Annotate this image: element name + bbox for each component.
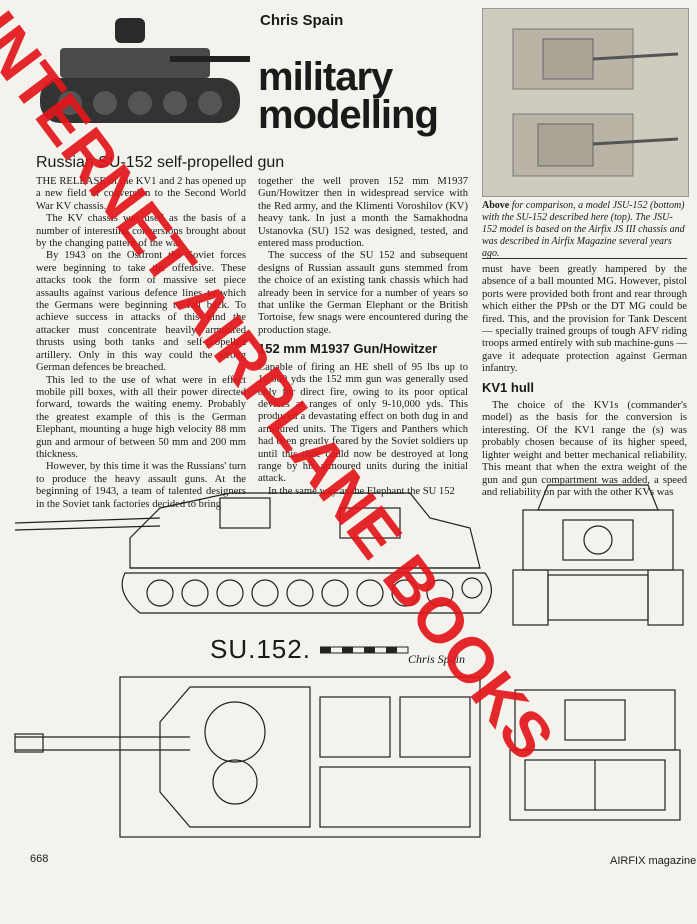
model-tanks-photo [512, 28, 679, 177]
paragraph: This led to the use of what were in effe… [36, 374, 246, 460]
drawing-label: SU.152. [210, 634, 311, 664]
paragraph: However, by this time it was the Russian… [36, 461, 246, 510]
column-1: THE RELEASE of the KV1 and 2 has opened … [36, 176, 246, 511]
paragraph: Capable of firing an HE shell of 95 lbs … [258, 361, 468, 485]
model-photo [482, 8, 689, 197]
caption-divider [482, 258, 687, 259]
subheading-hull: KV1 hull [482, 379, 535, 395]
paragraph: The success of the SU 152 and subsequent… [258, 250, 468, 336]
author-name: Chris Spain [260, 12, 344, 29]
tank-illustration [40, 18, 250, 123]
paragraph: In the same way as the Elephant the SU 1… [268, 485, 455, 497]
side-elevation-drawing [14, 492, 492, 614]
paragraph: must have been greatly hampered by the a… [482, 264, 687, 375]
caption-lead: Above [482, 200, 510, 211]
page-title: military modelling [258, 55, 439, 137]
paragraph: together the well proven 152 mm M1937 Gu… [258, 176, 468, 250]
subheading-gun: 152 mm M1937 Gun/Howitzer [258, 341, 438, 357]
title-line-1: military [258, 55, 393, 99]
photo-caption: Above for comparison, a model JSU-152 (b… [482, 200, 686, 260]
title-line-2: modelling [258, 93, 439, 137]
article-headline: Russian SU-152 self-propelled gun [36, 154, 285, 171]
scale-bar [320, 646, 409, 654]
plan-view-drawing [14, 676, 481, 838]
column-2: together the well proven 152 mm M1937 Gu… [258, 176, 468, 498]
magazine-name: AIRFIX magazine [610, 855, 697, 867]
page-number: 668 [30, 853, 49, 865]
paragraph: The choice of the KV1s (commander's mode… [482, 400, 687, 498]
front-elevation-drawing [512, 484, 684, 626]
paragraph: The KV chassis was used as the basis of … [36, 213, 246, 250]
paragraph: By 1943 on the Ostfront the Soviet force… [36, 250, 246, 374]
column-3: must have been greatly hampered by the a… [482, 264, 687, 499]
rear-elevation-drawing [509, 689, 681, 821]
paragraph: THE RELEASE of the KV1 and 2 has opened … [36, 176, 246, 212]
caption-text: for comparison, a model JSU-152 (bottom)… [482, 200, 685, 259]
artist-signature: Chris Spain [408, 652, 466, 666]
